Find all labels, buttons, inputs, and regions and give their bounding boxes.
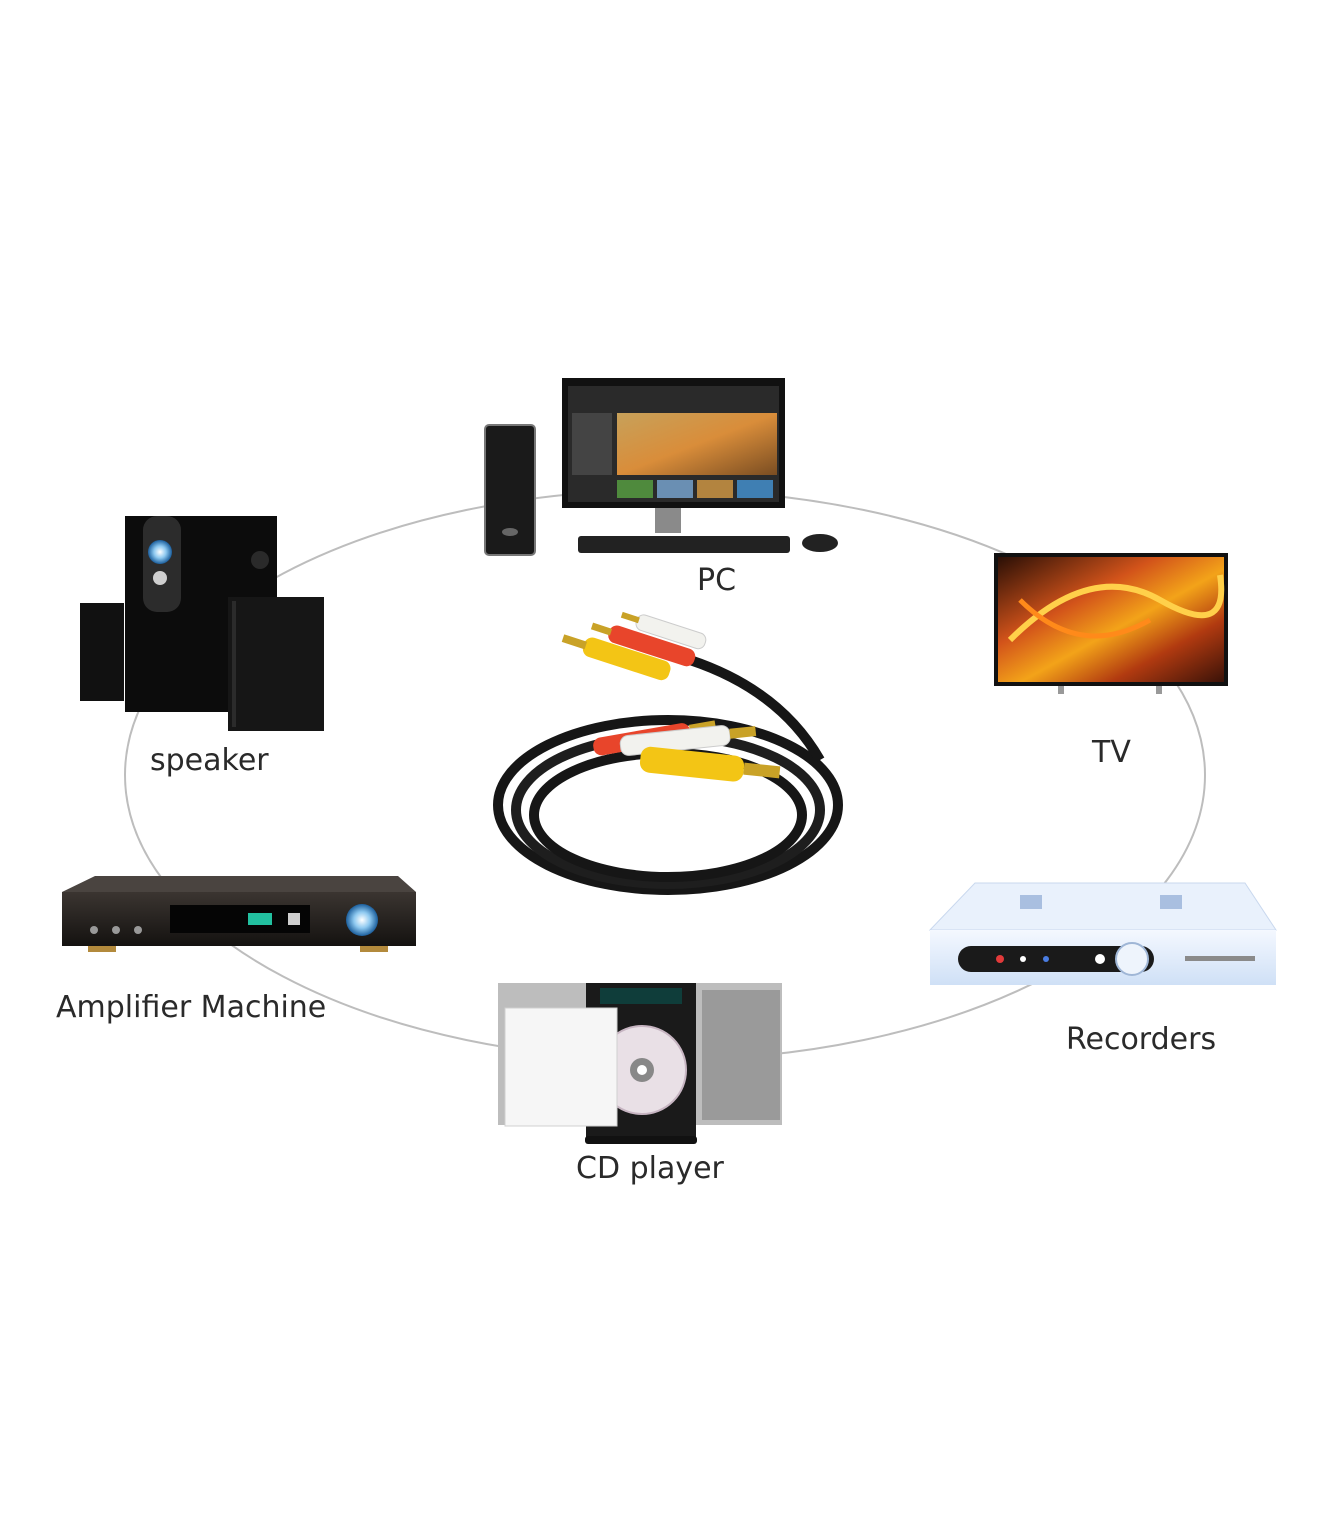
speaker-label: speaker: [150, 743, 269, 778]
pc-image: [484, 378, 838, 556]
recorders-label: Recorders: [1066, 1022, 1217, 1057]
rca-cable-image: [493, 611, 843, 895]
amplifier-image: [62, 876, 416, 952]
pc-label: PC: [697, 563, 737, 598]
speaker-image: [80, 516, 324, 731]
tv-image: [994, 553, 1228, 694]
amplifier-label: Amplifier Machine: [56, 990, 327, 1025]
tv-label: TV: [1092, 735, 1131, 770]
cd-player-label: CD player: [576, 1151, 724, 1186]
recorder-image: [928, 882, 1277, 985]
cd-player-image: [498, 983, 782, 1144]
